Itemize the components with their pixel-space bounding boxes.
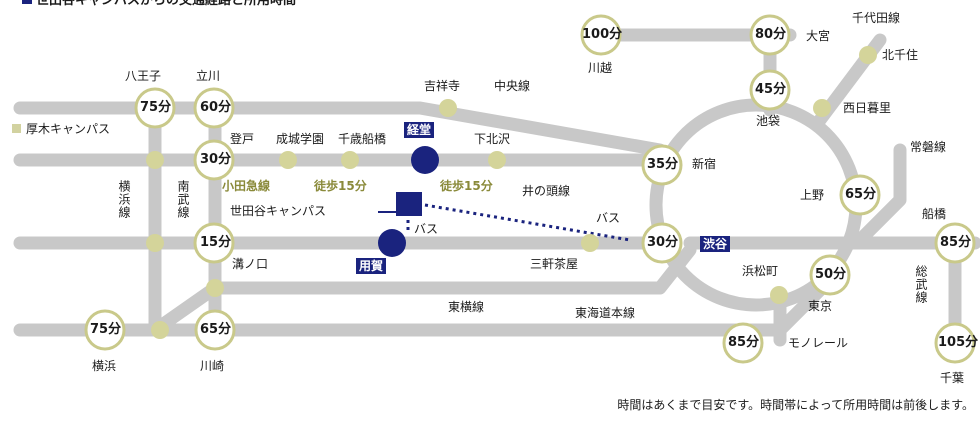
station-kichijoji: 吉祥寺 [424, 79, 461, 93]
line-joban: 常磐線 [910, 140, 947, 154]
station-tokyo: 東京 [808, 299, 833, 313]
station-kawagoe: 川越 [588, 61, 613, 75]
time-chiba: 105分 [938, 335, 979, 350]
time-shibuya: 30分 [647, 235, 679, 250]
legend-square-icon [12, 124, 21, 133]
campus-setagaya: 世田谷キャンパス [230, 204, 327, 218]
line-chiyoda: 千代田線 [852, 11, 901, 25]
time-omiya: 80分 [755, 27, 787, 42]
line-monorail: モノレール [788, 336, 849, 350]
station-kawasaki: 川崎 [200, 359, 225, 373]
station-nishinippori: 西日暮里 [843, 101, 892, 115]
yoga-marker [378, 229, 406, 257]
line-yokohama: 横浜線 [117, 180, 131, 219]
bus-label-2: バス [414, 222, 439, 236]
time-tachikawa: 60分 [200, 100, 232, 115]
map-title: 世田谷キャンパスからの交通経路と所用時間 [22, 0, 296, 7]
walk-label-1: 徒歩15分 [314, 179, 367, 193]
legend-atsugi: 厚木キャンパス [12, 123, 110, 135]
station-ueno: 上野 [800, 188, 825, 202]
station-hamamatsucho: 浜松町 [742, 264, 779, 278]
bus-label-1: バス [596, 211, 621, 225]
station-shimokita: 下北沢 [474, 132, 511, 146]
station-chitose: 千歳船橋 [338, 132, 387, 146]
campus-shibuya: 渋谷 [700, 236, 731, 252]
line-chuo: 中央線 [494, 79, 531, 93]
line-odakyu: 小田急線 [222, 179, 271, 193]
time-funabashi: 85分 [940, 235, 972, 250]
joban-line [853, 143, 907, 247]
station-yokohama: 横浜 [92, 359, 117, 373]
station-mizonokuchi: 溝ノ口 [232, 257, 269, 271]
station-noborito: 登戸 [230, 132, 255, 146]
station-omiya: 大宮 [806, 29, 831, 43]
time-shinjuku: 35分 [647, 157, 679, 172]
station-seijo: 成城学園 [276, 132, 325, 146]
line-inokashira: 井の頭線 [522, 184, 571, 198]
time-noborito: 30分 [200, 152, 232, 167]
time-kawasaki: 65分 [200, 322, 232, 337]
line-tokaido: 東海道本線 [575, 306, 636, 320]
station-chiba: 千葉 [940, 371, 965, 385]
station-hachioji: 八王子 [125, 69, 162, 83]
time-mizonokuchi: 15分 [200, 235, 232, 250]
line-sobu: 総武線 [914, 265, 928, 304]
campus-yoga: 用賀 [356, 258, 387, 274]
time-yokohama: 75分 [90, 322, 122, 337]
time-ueno: 65分 [845, 187, 877, 202]
station-ikebukuro: 池袋 [756, 114, 781, 128]
station-sangenjaya: 三軒茶屋 [530, 257, 579, 271]
station-kitasenju: 北千住 [882, 48, 919, 62]
station-tachikawa: 立川 [196, 69, 221, 83]
keido-marker [411, 146, 439, 174]
time-hachioji: 75分 [140, 100, 172, 115]
campus-keido: 経堂 [404, 122, 435, 138]
station-shinjuku: 新宿 [692, 157, 717, 171]
time-monorail: 85分 [728, 335, 760, 350]
time-tokyo: 50分 [815, 267, 847, 282]
line-toyoko: 東横線 [448, 300, 485, 314]
setagaya-marker [396, 192, 422, 216]
walk-label-2: 徒歩15分 [440, 179, 493, 193]
time-ikebukuro: 45分 [755, 82, 787, 97]
footnote: 時間はあくまで目安です。時間帯によって所用時間は前後します。 [617, 398, 974, 412]
time-kawagoe: 100分 [582, 27, 623, 42]
station-funabashi: 船橋 [922, 207, 947, 221]
line-nambu: 南武線 [176, 180, 190, 219]
